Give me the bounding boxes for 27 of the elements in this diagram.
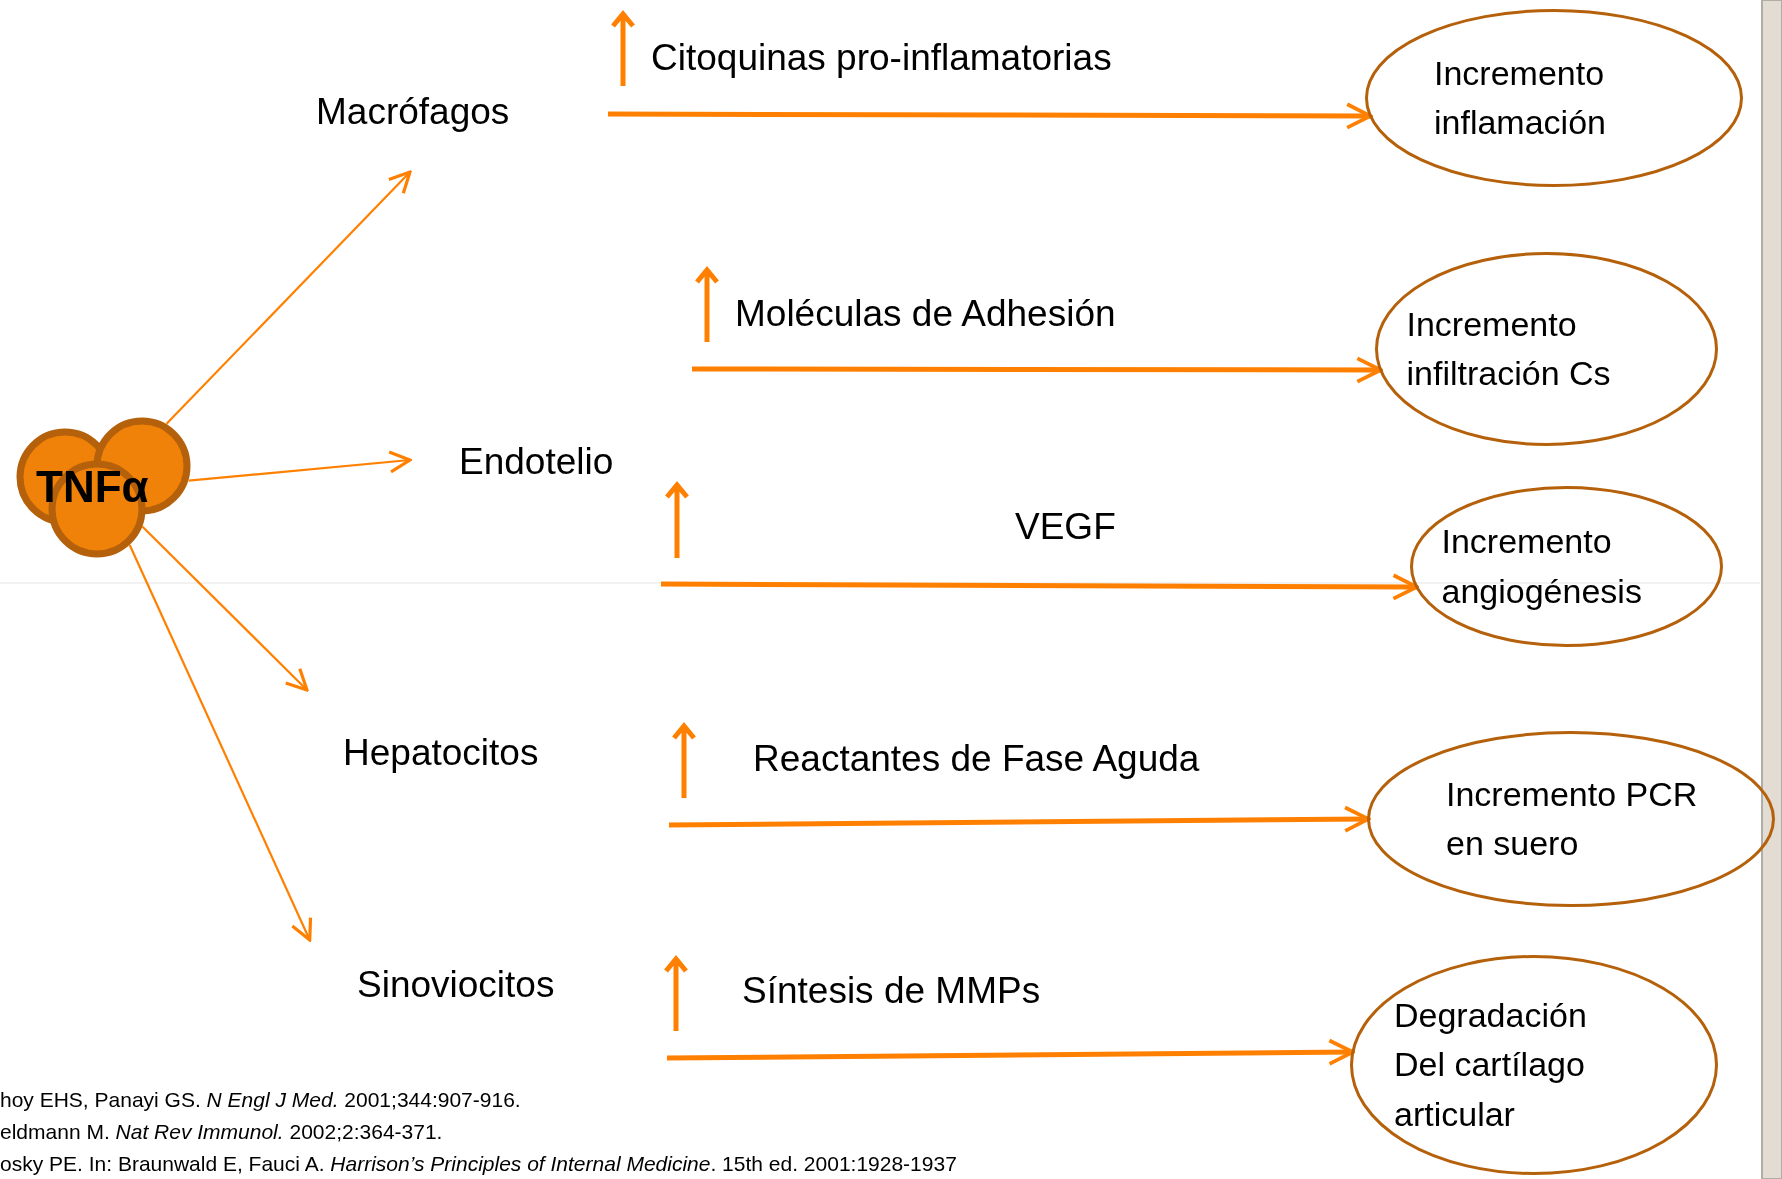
arrow: [128, 544, 313, 942]
arrow: [666, 1038, 1355, 1066]
ellipse-label: Degradación Del cartílago articular: [1394, 995, 1588, 1135]
node-label: Endotelio: [459, 440, 614, 484]
outcome-ellipse: [1410, 486, 1723, 647]
outcome-ellipse: [1375, 252, 1718, 446]
arrow: [608, 102, 1373, 130]
outcome-ellipse: [1350, 955, 1718, 1175]
arrow: [668, 805, 1371, 833]
outcome-ellipse: [1367, 731, 1775, 907]
arrow: [165, 170, 412, 425]
reference-text: eldmann M. Nat Rev Immunol. 2002;2:364-371.: [0, 1119, 443, 1145]
arrow: [692, 356, 1383, 384]
node-label: Sinoviocitos: [357, 963, 555, 1007]
ellipse-label: Incremento angiogénesis: [1441, 521, 1643, 612]
reference-text: osky PE. In: Braunwald E, Fauci A. Harrison’s Principles of Internal Medicine. 15th ed. 2001:1928-1937: [0, 1151, 957, 1177]
ellipse-label: Incremento inflamación: [1434, 52, 1607, 143]
arrow: [661, 573, 1419, 601]
arrow: [141, 525, 309, 692]
arrow: [188, 450, 412, 482]
outcome-ellipse: [1365, 9, 1743, 187]
ellipse-label: Incremento PCR en suero: [1446, 773, 1699, 864]
ellipse-label: Incremento infiltración Cs: [1406, 303, 1612, 394]
node-label: TNFα: [36, 465, 149, 509]
node-label: Hepatocitos: [343, 731, 539, 775]
node-label: Macrófagos: [316, 90, 510, 134]
reference-text: hoy EHS, Panayi GS. N Engl J Med. 2001;344:907-916.: [0, 1087, 521, 1113]
